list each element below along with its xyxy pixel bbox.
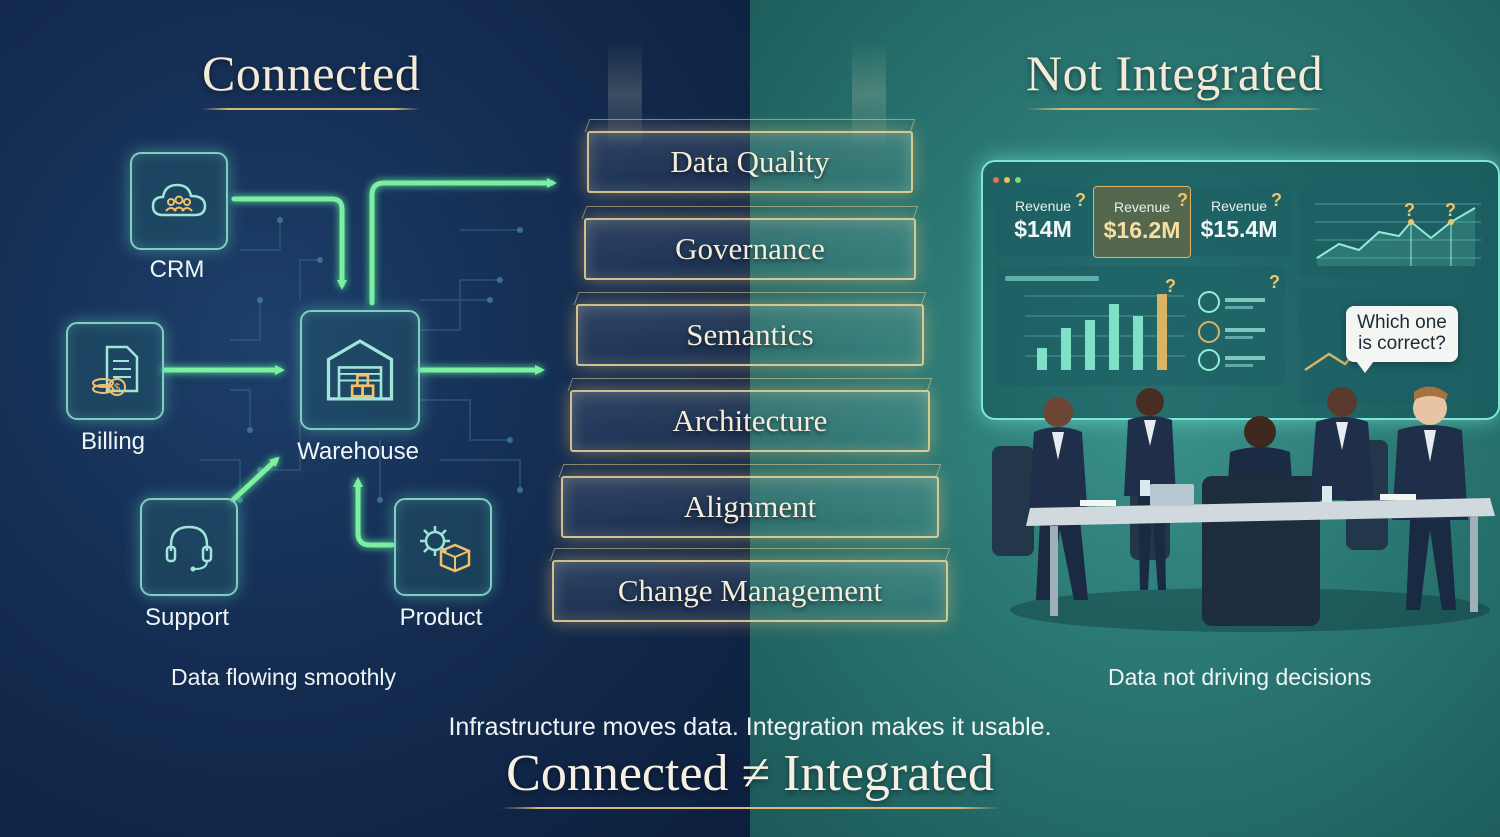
- svg-text:$: $: [114, 382, 120, 394]
- revenue-panel: Revenue $14M Revenue $16.2M Revenue $15.…: [995, 186, 1291, 258]
- flow-arrows: [161, 178, 557, 548]
- window-dots: [993, 170, 1026, 188]
- dashboard-screen: Revenue $14M Revenue $16.2M Revenue $15.…: [981, 160, 1500, 420]
- crm-node: [130, 152, 228, 250]
- revenue-card-1: Revenue $14M: [1014, 198, 1072, 242]
- product-node: [394, 498, 492, 596]
- bar-chart-panel: ? ?: [995, 266, 1285, 386]
- speech-bubble: Which one is correct?: [1346, 306, 1458, 373]
- layer-data-quality: Data Quality: [587, 131, 913, 193]
- gear-box-icon: [420, 526, 471, 573]
- support-node: [140, 498, 238, 596]
- line-chart-icon: ? ?: [1315, 200, 1481, 266]
- product-label: Product: [399, 604, 483, 631]
- layer-governance: Governance: [584, 218, 916, 280]
- left-title: Connected: [202, 44, 421, 110]
- support-label: Support: [144, 604, 230, 631]
- meeting-illustration: [992, 386, 1495, 632]
- layer-architecture: Architecture: [570, 390, 930, 452]
- headset-icon: [165, 525, 213, 572]
- layer-change-management: Change Management: [552, 560, 948, 622]
- revenue-card-3: Revenue $15.4M: [1200, 198, 1278, 242]
- question-mark-icon: ?: [1177, 190, 1188, 210]
- right-caption: Data not driving decisions: [1108, 664, 1372, 690]
- svg-text:?: ?: [1269, 272, 1280, 292]
- left-caption: Data flowing smoothly: [171, 664, 396, 690]
- circuit-traces: [200, 217, 523, 503]
- svg-text:?: ?: [1165, 276, 1176, 296]
- layer-alignment: Alignment: [561, 476, 939, 538]
- layer-semantics: Semantics: [576, 304, 924, 366]
- right-title: Not Integrated: [1026, 44, 1324, 110]
- warehouse-node: [300, 310, 420, 430]
- billing-document-icon: $: [92, 345, 139, 396]
- bar-chart-icon: ? ?: [1005, 272, 1280, 371]
- question-mark-icon: ?: [1075, 190, 1086, 210]
- cloud-users-icon: [151, 183, 207, 217]
- svg-text:?: ?: [1445, 200, 1456, 220]
- bottom-title: Connected ≠ Integrated: [500, 744, 1000, 809]
- revenue-card-2: Revenue $16.2M: [1093, 186, 1191, 258]
- svg-text:?: ?: [1404, 200, 1415, 220]
- line-chart-panel: ? ?: [1299, 186, 1487, 278]
- tagline: Infrastructure moves data. Integration m…: [448, 713, 1052, 741]
- warehouse-label: Warehouse: [297, 438, 419, 465]
- question-mark-icon: ?: [1271, 190, 1282, 210]
- warehouse-icon: [326, 339, 394, 401]
- billing-label: Billing: [80, 428, 146, 455]
- crm-label: CRM: [149, 256, 205, 283]
- billing-node: $: [66, 322, 164, 420]
